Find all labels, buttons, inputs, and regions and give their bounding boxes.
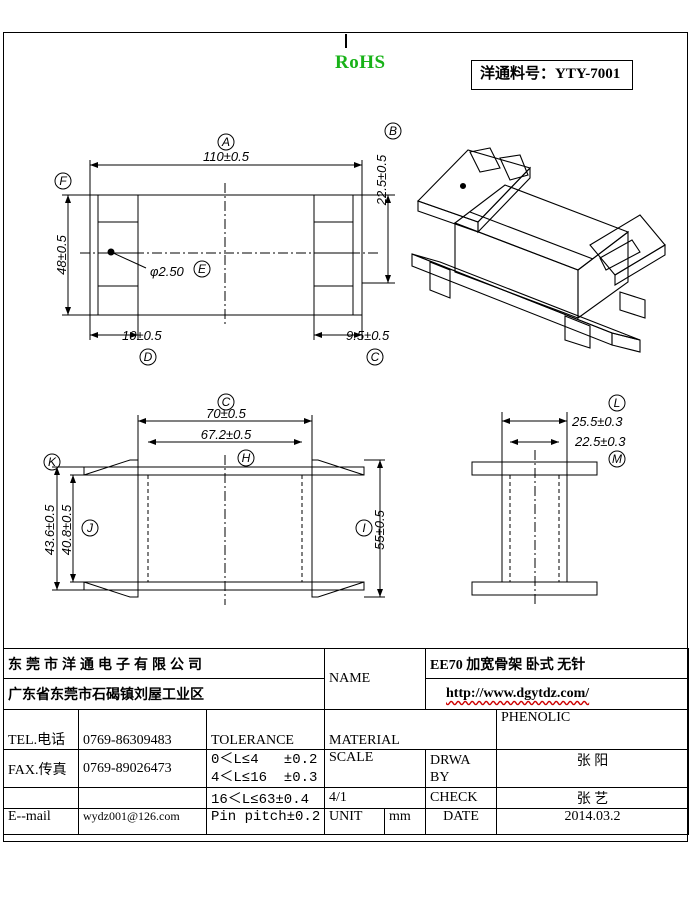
- dim-C: 9.5±0.5: [346, 328, 390, 343]
- email-label: E--mail: [3, 808, 79, 835]
- callout-B: B: [389, 124, 397, 138]
- tolerance-row-1: 0＜L≤4 ±0.2: [211, 751, 318, 768]
- fax-value: 0769-89026473: [78, 749, 207, 788]
- callout-C: C: [371, 350, 380, 364]
- dim-I: 55±0.5: [372, 509, 387, 549]
- dim-K: 43.6±0.5: [42, 504, 57, 555]
- callout-J: J: [86, 521, 94, 535]
- dim-M: 22.5±0.3: [574, 434, 626, 449]
- check-label: CHECK: [425, 787, 498, 809]
- dim-L: 25.5±0.3: [571, 414, 623, 429]
- rohs-mark: RoHS: [335, 52, 386, 73]
- front-view-labels: C H I J K 70±0.5 67.2±0.5 55±0.5 43.6±0.…: [42, 395, 387, 555]
- tolerance-label: TOLERANCE: [206, 709, 325, 750]
- dim-J: 40.8±0.5: [59, 504, 74, 555]
- dim-A: 110±0.5: [203, 149, 250, 164]
- dim-D: 10±0.5: [122, 328, 162, 343]
- callout-A: A: [221, 135, 230, 149]
- email-value: wydz001@126.com: [78, 808, 207, 835]
- dim-H: 67.2±0.5: [201, 427, 252, 442]
- tolerance-row-3: 16＜L≤63±0.4: [206, 787, 325, 809]
- scale-value: 4/1: [323, 787, 427, 809]
- pin-pitch: Pin pitch±0.2: [206, 808, 325, 835]
- fax-label: FAX.传真: [3, 749, 79, 788]
- callout-D: D: [144, 350, 153, 364]
- company-address: 广东省东莞市石碣镇刘屋工业区: [3, 678, 325, 710]
- tel-value: 0769-86309483: [78, 709, 207, 750]
- material-label: MATERIAL: [323, 709, 498, 750]
- dim-E: φ2.50: [150, 264, 185, 279]
- side-view: [471, 394, 626, 605]
- dim-C-front: 70±0.5: [206, 406, 246, 421]
- draw-by-value: 张 阳: [496, 749, 690, 788]
- name-label: NAME: [323, 648, 427, 710]
- draw-by-label: DRWA BY: [425, 749, 498, 788]
- check-value: 张 艺: [496, 787, 690, 809]
- website-link[interactable]: http://www.dgytdz.com/: [446, 686, 590, 701]
- tel-label: TEL.电话: [3, 709, 79, 750]
- date-value: 2014.03.2: [496, 808, 690, 835]
- callout-K: K: [48, 455, 57, 469]
- scale-label: SCALE: [323, 749, 427, 788]
- company-name: 东莞市洋通电子有限公司: [3, 648, 325, 679]
- technical-drawing: A B F D C E 110±0.5 22.5±0.5 48±0.5 10±0…: [42, 34, 666, 605]
- side-view-labels: L M 25.5±0.3 22.5±0.3: [571, 396, 626, 466]
- top-view-labels: A B F D C E 110±0.5 22.5±0.5 48±0.5 10±0…: [54, 124, 397, 364]
- date-label: DATE: [425, 808, 498, 835]
- callout-H: H: [242, 451, 251, 465]
- product-name: EE70 加宽骨架 卧式 无针: [425, 648, 690, 679]
- top-view: [54, 122, 402, 366]
- dim-B: 22.5±0.5: [374, 154, 389, 206]
- tolerance-row-2: 4＜L≤16 ±0.3: [211, 769, 318, 786]
- unit-label: UNIT: [324, 808, 385, 835]
- part-number-box: 洋通料号：YTY-7001: [471, 60, 633, 90]
- front-view: [43, 393, 385, 605]
- callout-E: E: [198, 262, 207, 276]
- isometric-view: [411, 147, 666, 353]
- unit-value: mm: [383, 808, 427, 835]
- callout-C-front: C: [222, 395, 231, 409]
- callout-L: L: [614, 396, 621, 410]
- callout-F: F: [59, 174, 67, 188]
- callout-M: M: [612, 452, 622, 466]
- drawing-frame: [3, 32, 688, 842]
- title-block: 东莞市洋通电子有限公司 NAME EE70 加宽骨架 卧式 无针 广东省东莞市石…: [3, 648, 690, 835]
- dim-F: 48±0.5: [54, 234, 69, 274]
- material-value: PHENOLIC: [496, 709, 690, 750]
- callout-I: I: [362, 521, 366, 535]
